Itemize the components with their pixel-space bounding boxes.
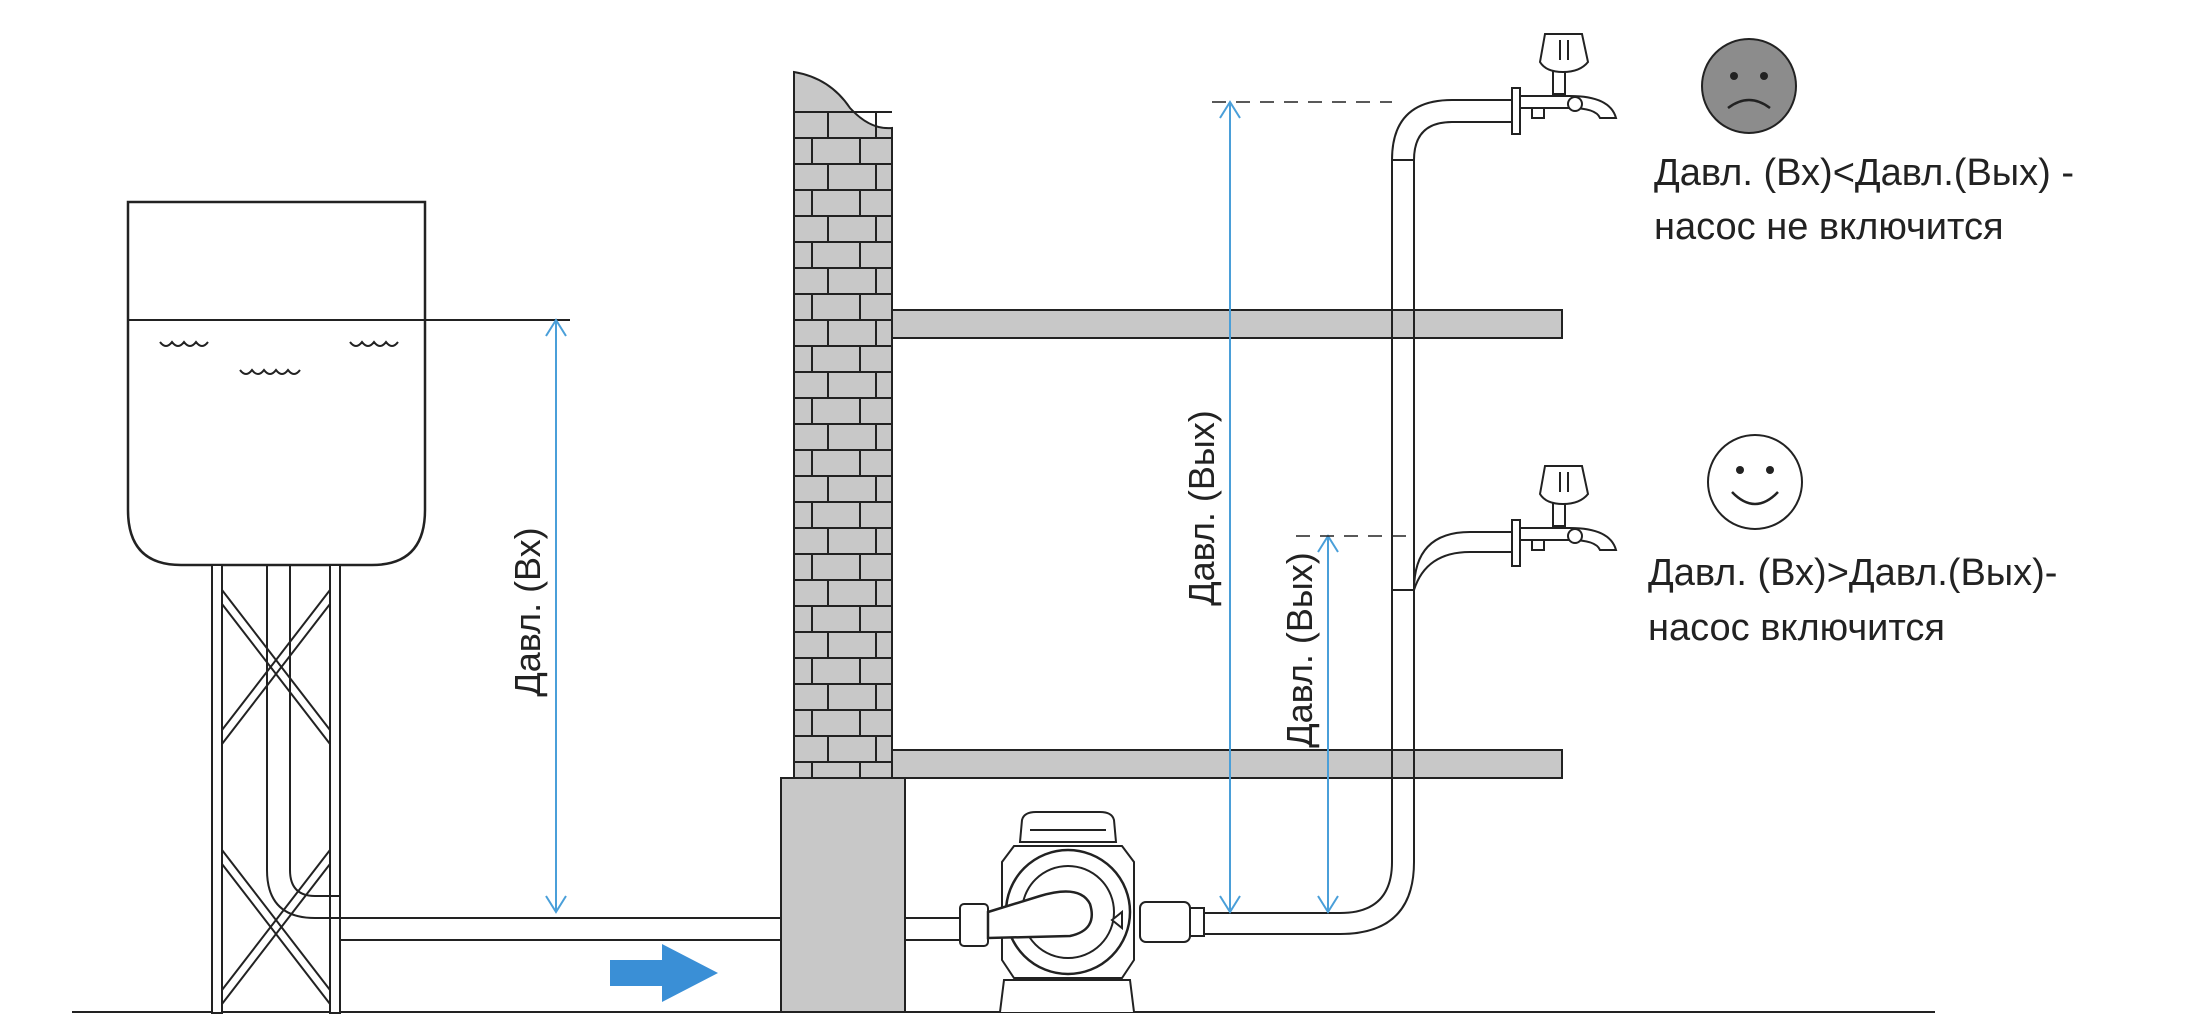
dimension-outlet-high	[1219, 100, 1241, 914]
floor-slab-lower	[891, 749, 1563, 779]
upper-condition-line2: насос не включится	[1654, 206, 2004, 248]
faucet-lower	[1511, 465, 1618, 567]
wave	[349, 340, 399, 347]
dimension-outlet-low	[1317, 534, 1339, 914]
water-tower	[126, 200, 570, 1014]
faucet-upper	[1511, 33, 1618, 135]
discharge-pipe	[1204, 99, 1512, 935]
upper-condition-line1: Давл. (Вх)<Давл.(Вых) -	[1654, 152, 2074, 194]
happy-face-icon	[1707, 434, 1803, 530]
lower-condition-line1: Давл. (Вх)>Давл.(Вых)-	[1648, 552, 2057, 594]
tower-leg	[211, 564, 223, 1014]
tower-bracing	[221, 589, 331, 1005]
wave	[159, 340, 209, 347]
pump	[959, 811, 1205, 1013]
outlet-pressure-high-label: Давл. (Вых)	[1181, 410, 1222, 606]
lower-condition-line2: насос включится	[1648, 607, 1945, 649]
brick-wall	[793, 70, 893, 779]
wave	[239, 368, 301, 375]
wall-foundation	[780, 777, 906, 1013]
inlet-pressure-label: Давл. (Вх)	[507, 527, 548, 696]
sad-face-icon	[1701, 38, 1797, 134]
outlet-pressure-low-label: Давл. (Вых)	[1279, 552, 1320, 748]
tank-outlet-pipe	[266, 565, 340, 919]
floor-slab-upper	[891, 309, 1563, 339]
flow-direction-arrow	[610, 944, 718, 1002]
tower-leg	[329, 564, 341, 1014]
dimension-inlet	[545, 318, 567, 914]
water-tank	[126, 200, 427, 567]
